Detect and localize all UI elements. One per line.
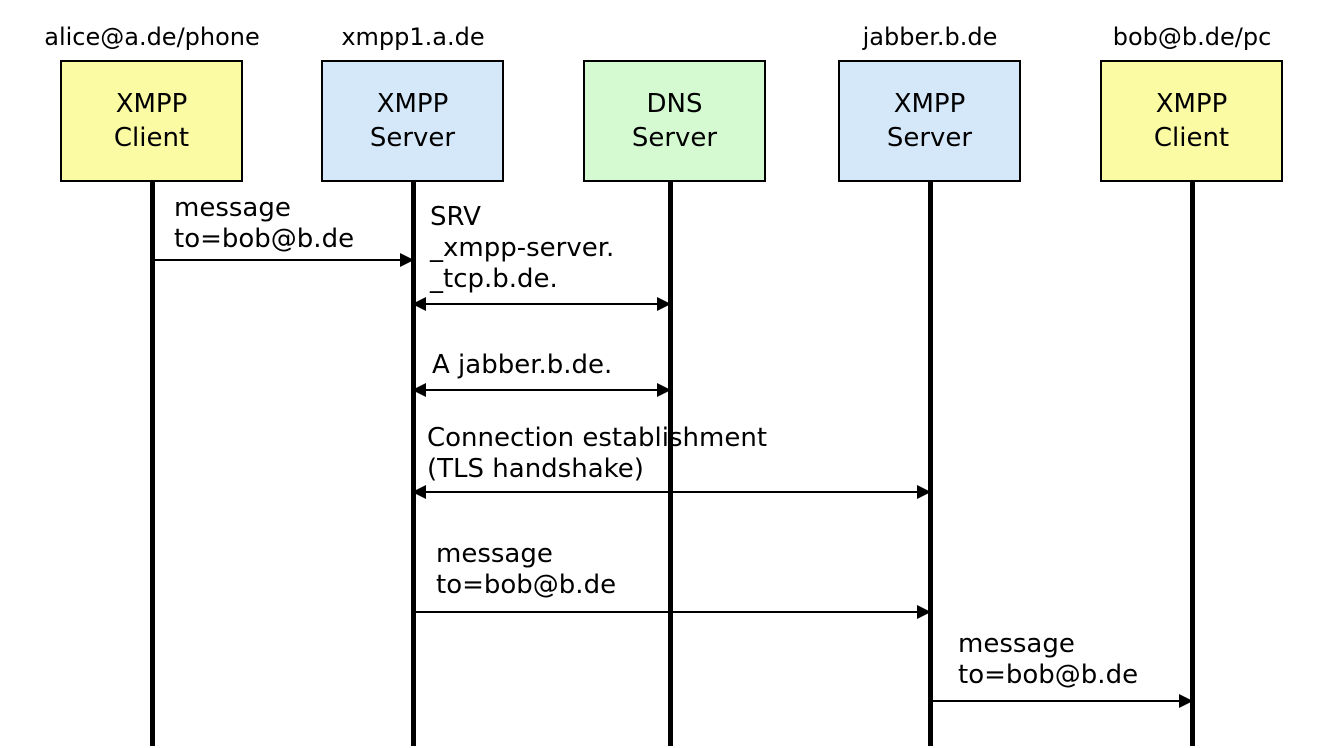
arrowhead-left-icon — [412, 485, 426, 499]
actor-box-xmpp1-server: XMPP Server — [321, 60, 504, 182]
message-text-server-deliver: message to=bob@b.de — [958, 629, 1138, 691]
actor-box-text: Server — [369, 123, 456, 153]
arrow-client-to-xmpp1 — [152, 253, 414, 267]
actor-box-text: Server — [631, 123, 718, 153]
arrow-a-record — [412, 383, 671, 397]
actor-box-text: DNS — [646, 89, 703, 119]
arrowhead-right-icon — [400, 253, 414, 267]
arrowhead-right-icon — [917, 485, 931, 499]
message-text-srv-lookup: SRV _xmpp-server. _tcp.b.de. — [430, 202, 614, 295]
actor-label-jabber: jabber.b.de — [862, 23, 998, 51]
message-line: to=bob@b.de — [958, 660, 1139, 690]
actor-label-alice: alice@a.de/phone — [44, 23, 260, 51]
lifeline-bob — [1190, 180, 1195, 746]
actor-box-text: Client — [113, 123, 190, 153]
lifeline-xmpp1 — [411, 180, 416, 746]
actor-box-text: XMPP — [376, 89, 449, 119]
actor-box-text: XMPP — [1155, 89, 1228, 119]
message-line: (TLS handshake) — [427, 454, 644, 484]
actor-box-text: XMPP — [893, 89, 966, 119]
lifeline-jabber — [928, 180, 933, 746]
message-line: message — [174, 193, 291, 223]
lifeline-dns — [668, 180, 673, 746]
message-text-a-record: A jabber.b.de. — [432, 350, 612, 381]
message-line: message — [436, 539, 553, 569]
actor-label-bob: bob@b.de/pc — [1112, 23, 1272, 51]
message-line: to=bob@b.de — [174, 224, 355, 254]
actor-box-jabber-server: XMPP Server — [838, 60, 1021, 182]
lifeline-alice — [150, 180, 155, 746]
arrowhead-right-icon — [1179, 694, 1193, 708]
message-text-tls-handshake: Connection establishment (TLS handshake) — [427, 423, 767, 485]
actor-box-dns-server: DNS Server — [583, 60, 766, 182]
actor-box-bob-client: XMPP Client — [1100, 60, 1283, 182]
arrowhead-right-icon — [917, 605, 931, 619]
arrow-xmpp1-to-jabber — [413, 605, 931, 619]
actor-box-text: Client — [1153, 123, 1230, 153]
message-text-server-relay: message to=bob@b.de — [436, 539, 616, 601]
actor-box-alice-client: XMPP Client — [60, 60, 243, 182]
actor-box-text: Server — [886, 123, 973, 153]
actor-label-xmpp1: xmpp1.a.de — [341, 23, 485, 51]
message-line: _xmpp-server. — [430, 233, 615, 263]
arrowhead-right-icon — [657, 383, 671, 397]
message-line: SRV — [430, 202, 481, 232]
message-line: Connection establishment — [427, 423, 768, 453]
actor-box-text: XMPP — [115, 89, 188, 119]
message-line: _tcp.b.de. — [430, 264, 558, 294]
arrowhead-left-icon — [412, 383, 426, 397]
arrow-tls-handshake — [412, 485, 931, 499]
message-line: A jabber.b.de. — [432, 350, 613, 380]
message-text-client-send: message to=bob@b.de — [174, 193, 354, 255]
arrow-srv-lookup — [412, 297, 671, 311]
arrow-jabber-to-bob — [930, 694, 1193, 708]
arrowhead-left-icon — [412, 297, 426, 311]
arrowhead-right-icon — [657, 297, 671, 311]
message-line: message — [958, 629, 1075, 659]
message-line: to=bob@b.de — [436, 570, 617, 600]
